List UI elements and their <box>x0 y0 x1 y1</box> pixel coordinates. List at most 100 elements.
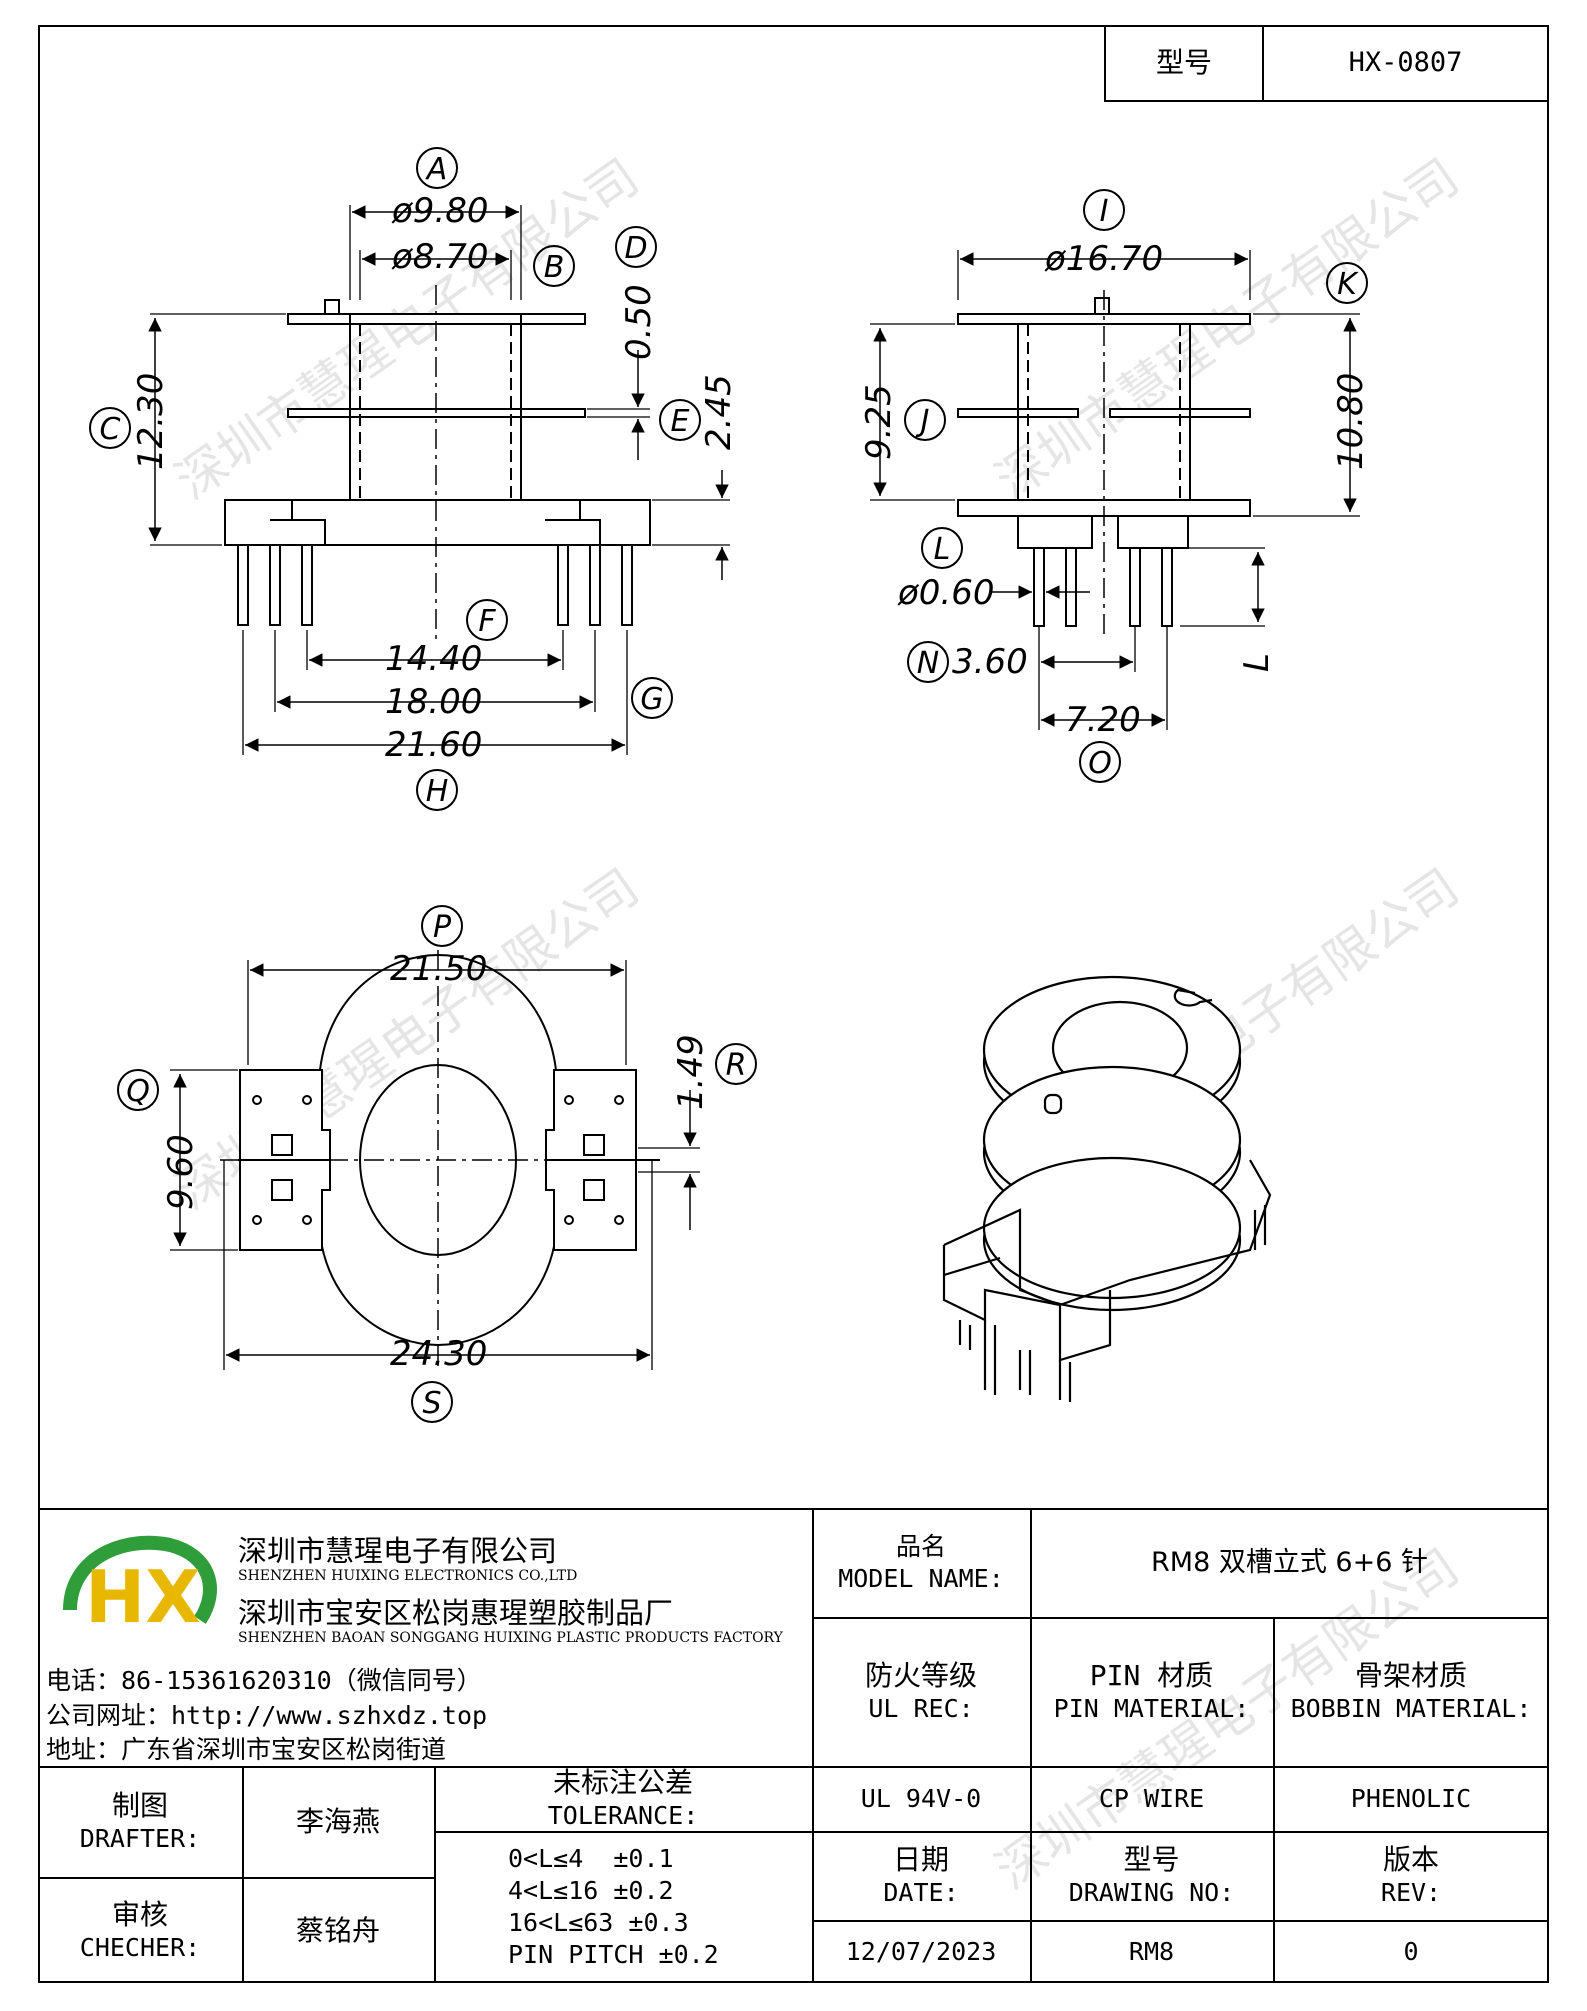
bottom-view <box>170 950 700 1370</box>
rev-value-cell: 0 <box>1273 1920 1549 1983</box>
label-D: D <box>624 231 647 266</box>
ul-value-cell: UL 94V-0 <box>812 1766 1032 1833</box>
label-Q: Q <box>126 1074 150 1109</box>
side-view <box>870 250 1360 730</box>
drawing-no-label-cell: 型号 DRAWING NO: <box>1030 1831 1275 1922</box>
rev-en: REV: <box>1380 1878 1442 1908</box>
checker-name: 蔡铭舟 <box>295 1913 380 1947</box>
label-C: C <box>100 412 121 447</box>
tolerance-line-4: PIN PITCH ±0.2 <box>508 1940 719 1969</box>
label-G: G <box>640 682 663 717</box>
tolerance-cn: 未标注公差 <box>552 1766 693 1800</box>
dim-E-text: 2.45 <box>699 374 739 450</box>
checker-en: CHECHER: <box>79 1932 201 1962</box>
drawing-no-value-cell: RM8 <box>1030 1920 1275 1983</box>
company-name-en: SHENZHEN HUIXING ELECTRONICS CO.,LTD <box>238 1568 578 1584</box>
label-L: L <box>934 532 951 567</box>
pin-value: CP WIRE <box>1098 1783 1205 1813</box>
checker-label-cell: 审核 CHECHER: <box>38 1877 244 1983</box>
tolerance-line-3: 16<L≤63 ±0.3 <box>508 1908 689 1937</box>
rev-label-cell: 版本 REV: <box>1273 1831 1549 1922</box>
drawing-no-cn: 型号 <box>1123 1843 1180 1877</box>
date-value-cell: 12/07/2023 <box>812 1920 1032 1983</box>
label-I: I <box>1100 194 1109 229</box>
header-model-value: HX-0807 <box>1348 46 1463 78</box>
date-label-cell: 日期 DATE: <box>812 1831 1032 1922</box>
isometric-view <box>942 975 1272 1402</box>
pin-en: PIN MATERIAL: <box>1053 1694 1250 1724</box>
pin-value-cell: CP WIRE <box>1030 1766 1275 1833</box>
drafter-name: 李海燕 <box>295 1805 380 1838</box>
checker-cn: 审核 <box>111 1897 168 1931</box>
dim-G-text: 18.00 <box>385 682 482 722</box>
label-S: S <box>422 1386 441 1421</box>
dim-B-text: ø8.70 <box>391 237 489 277</box>
drafter-label-cell: 制图 DRAFTER: <box>38 1766 244 1879</box>
checker-name-cell: 蔡铭舟 <box>242 1877 436 1983</box>
dim-N-text: 3.60 <box>952 642 1028 682</box>
label-E: E <box>671 404 690 439</box>
tolerance-values-cell: 0<L≤4 ±0.1 4<L≤16 ±0.2 16<L≤63 ±0.3 PIN … <box>434 1831 814 1983</box>
tolerance-line-1: 0<L≤4 ±0.1 <box>508 1844 674 1873</box>
label-K: K <box>1337 267 1359 302</box>
label-B: B <box>544 250 565 285</box>
dim-F-text: 14.40 <box>385 639 482 679</box>
rev-cn: 版本 <box>1382 1843 1439 1877</box>
front-view <box>148 205 730 755</box>
bobbin-en: BOBBIN MATERIAL: <box>1290 1694 1532 1724</box>
model-name-value-cell: RM8 双槽立式 6+6 针 <box>1030 1508 1549 1619</box>
dim-R-text: 1.49 <box>671 1034 711 1110</box>
model-name-value: RM8 双槽立式 6+6 针 <box>1151 1546 1428 1578</box>
header-model-label-cell: 型号 <box>1104 25 1264 102</box>
dim-L-var: L <box>1237 653 1277 672</box>
logo-letters: HX <box>85 1555 201 1639</box>
label-A: A <box>425 152 448 187</box>
label-P: P <box>433 910 452 945</box>
drafter-cn: 制图 <box>111 1789 168 1823</box>
rev-value: 0 <box>1403 1936 1419 1966</box>
ul-label-cell: 防火等级 UL REC: <box>812 1617 1032 1768</box>
company-address: 地址：广东省深圳市宝安区松岗街道 <box>46 1735 447 1764</box>
bobbin-value-cell: PHENOLIC <box>1273 1766 1549 1833</box>
factory-name-en: SHENZHEN BAOAN SONGGANG HUIXING PLASTIC … <box>238 1630 783 1646</box>
company-area: HX 深圳市慧瑆电子有限公司 SHENZHEN HUIXING ELECTRON… <box>38 1508 814 1768</box>
dim-O-text: 7.20 <box>1065 700 1141 740</box>
model-name-en: MODEL NAME: <box>838 1563 1004 1593</box>
label-J: J <box>916 404 930 439</box>
company-phone: 电话：86-15361620310（微信同号） <box>46 1666 482 1695</box>
tolerance-label-cell: 未标注公差 TOLERANCE: <box>434 1766 814 1833</box>
label-F: F <box>478 604 496 639</box>
drawing-sheet <box>38 25 1549 1983</box>
dim-P-text: 21.50 <box>390 949 487 989</box>
dim-H-text: 21.60 <box>385 725 482 765</box>
model-name-cn: 品名 <box>895 1532 946 1562</box>
label-R: R <box>726 1048 747 1083</box>
date-cn: 日期 <box>892 1843 949 1877</box>
ul-value: UL 94V-0 <box>860 1783 982 1813</box>
drafter-name-cell: 李海燕 <box>242 1766 436 1879</box>
company-name-cn: 深圳市慧瑆电子有限公司 <box>238 1534 558 1568</box>
factory-name-cn: 深圳市宝安区松岗惠瑆塑胶制品厂 <box>238 1596 674 1630</box>
model-name-label-cell: 品名 MODEL NAME: <box>812 1508 1032 1619</box>
company-website: 公司网址：http://www.szhxdz.top <box>46 1701 488 1730</box>
drafter-en: DRAFTER: <box>79 1824 201 1854</box>
label-N: N <box>917 646 939 681</box>
label-O: O <box>1088 746 1112 781</box>
dim-C-text: 12.30 <box>131 373 171 470</box>
company-logo: HX <box>63 1535 217 1639</box>
dim-D-text: 0.50 <box>619 284 659 360</box>
dim-K-text: 10.80 <box>1331 373 1371 470</box>
header-model-value-cell: HX-0807 <box>1262 25 1549 102</box>
pin-label-cell: PIN 材质 PIN MATERIAL: <box>1030 1617 1275 1768</box>
drawing-no-value: RM8 <box>1128 1936 1175 1966</box>
date-en: DATE: <box>883 1878 959 1908</box>
label-H: H <box>426 774 449 809</box>
header-model-label: 型号 <box>1155 46 1212 79</box>
bobbin-value: PHENOLIC <box>1350 1783 1472 1813</box>
dim-S-text: 24.30 <box>390 1334 487 1374</box>
title-block <box>38 1508 1549 1985</box>
tolerance-en: TOLERANCE: <box>547 1801 699 1831</box>
technical-drawing: ø9.80 ø8.70 12.30 0.50 2.45 14.40 18.00 … <box>89 147 1371 1423</box>
dim-L-text: ø0.60 <box>897 573 995 613</box>
bobbin-label-cell: 骨架材质 BOBBIN MATERIAL: <box>1273 1617 1549 1768</box>
